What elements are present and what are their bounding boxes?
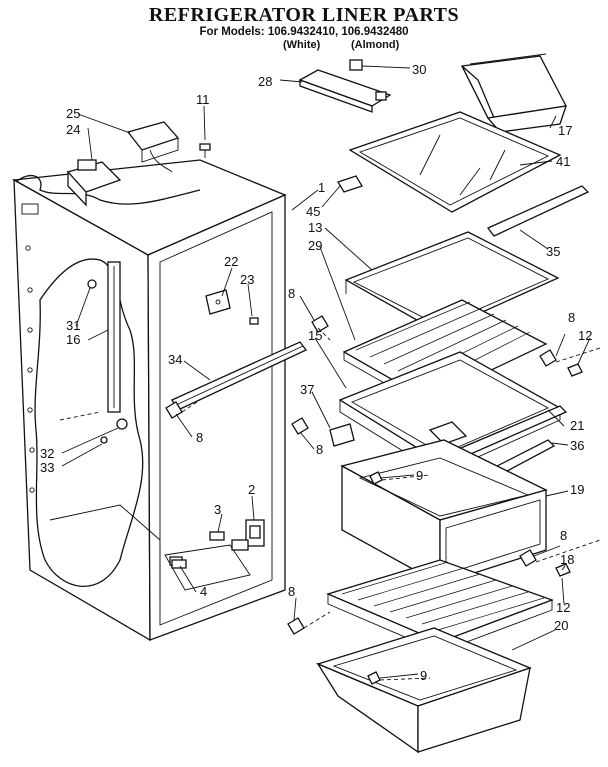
callout-9-a: 9 xyxy=(416,468,423,483)
callout-22: 22 xyxy=(224,254,238,269)
callout-41: 41 xyxy=(556,154,570,169)
callout-32: 32 xyxy=(40,446,54,461)
callout-21: 21 xyxy=(570,418,584,433)
dairy-bin-17 xyxy=(461,53,567,133)
callout-23: 23 xyxy=(240,272,254,287)
variant-almond: (Almond) xyxy=(351,39,400,51)
callout-9-b: 9 xyxy=(420,668,427,683)
leader-lines xyxy=(61,65,591,679)
callout-28: 28 xyxy=(258,74,272,89)
shelf-bracket xyxy=(205,289,259,325)
callout-4: 4 xyxy=(200,584,207,599)
callout-11: 11 xyxy=(196,92,210,107)
crisper-cover-shelf xyxy=(326,559,554,653)
callout-17: 17 xyxy=(558,123,572,138)
callout-labels: 11 25 24 1 28 30 17 41 45 13 29 35 22 23… xyxy=(40,62,592,683)
callout-8-f: 8 xyxy=(288,584,295,599)
callout-18: 18 xyxy=(560,552,574,567)
shelf-rail-35 xyxy=(486,185,590,237)
callout-12-a: 12 xyxy=(578,328,592,343)
callout-3: 3 xyxy=(214,502,221,517)
callout-8-c: 8 xyxy=(196,430,203,445)
callout-34: 34 xyxy=(168,352,182,367)
callout-8-a: 8 xyxy=(288,286,295,301)
control-housing xyxy=(66,121,180,207)
liner-cabinet xyxy=(11,159,287,642)
callout-24: 24 xyxy=(66,122,80,137)
diagram-title: REFRIGERATOR LINER PARTS xyxy=(148,4,460,26)
callout-19: 19 xyxy=(570,482,584,497)
callout-20: 20 xyxy=(554,618,568,633)
screw-11 xyxy=(199,143,211,158)
fasteners xyxy=(87,279,583,685)
callout-8-d: 8 xyxy=(316,442,323,457)
callout-37: 37 xyxy=(300,382,314,397)
callout-31: 31 xyxy=(66,318,80,333)
callout-2: 2 xyxy=(248,482,255,497)
floor-supports xyxy=(171,519,265,569)
crisper-drawer-19 xyxy=(340,439,548,586)
callout-35: 35 xyxy=(546,244,560,259)
callout-12-b: 12 xyxy=(556,600,570,615)
top-bracket-28 xyxy=(298,59,392,113)
callout-1: 1 xyxy=(318,180,325,195)
callout-16: 16 xyxy=(66,332,80,347)
callout-36: 36 xyxy=(570,438,584,453)
assembly-lines xyxy=(59,327,601,681)
callout-30: 30 xyxy=(412,62,426,77)
callout-13: 13 xyxy=(308,220,322,235)
callout-8-b: 8 xyxy=(568,310,575,325)
variant-white: (White) xyxy=(283,39,321,51)
callout-25: 25 xyxy=(66,106,80,121)
callout-29: 29 xyxy=(308,238,322,253)
models-line: For Models: 106.9432410, 106.9432480 xyxy=(199,26,409,38)
callout-8-e: 8 xyxy=(560,528,567,543)
callout-33: 33 xyxy=(40,460,54,475)
callout-15: 15 xyxy=(308,328,322,343)
callout-45: 45 xyxy=(306,204,320,219)
glass-shelf-41 xyxy=(337,111,562,213)
bottom-drawer-20 xyxy=(316,627,532,754)
